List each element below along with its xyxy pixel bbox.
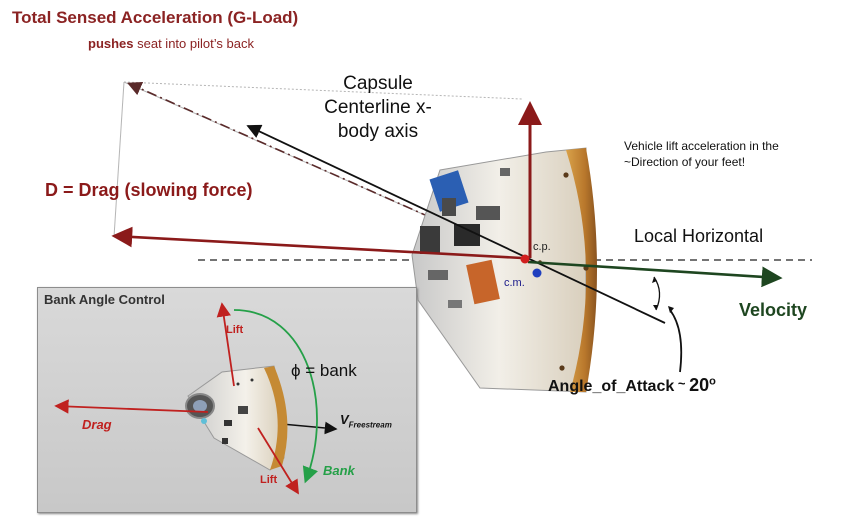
aoa-approx: ~ [674, 376, 690, 391]
lift-acceleration-note: Vehicle lift acceleration in the ~Direct… [624, 139, 779, 169]
center-of-mass-dot [532, 268, 542, 278]
inset-lift-up-arrow [216, 302, 235, 387]
inset-drag-label: Drag [82, 417, 112, 432]
aoa-text: Angle_of_Attack [548, 378, 675, 395]
pushes-caption: pushes seat into pilot’s back [88, 36, 254, 51]
inset-title: Bank Angle Control [44, 292, 165, 307]
inset-capsule-graphic [185, 365, 288, 471]
inset-lift-label-bottom: Lift [260, 474, 278, 486]
gload-vector [127, 81, 523, 259]
aoa-unit: o [709, 375, 716, 388]
inset-lift-label-top: Lift [226, 324, 244, 336]
aoa-pointer [669, 309, 683, 373]
drag-vector [111, 226, 523, 260]
velocity-label: Velocity [739, 300, 808, 320]
capsule-graphic [411, 147, 597, 393]
inset-bank-arc [233, 309, 319, 484]
pushes-prefix: pushes [88, 36, 134, 51]
total-acceleration-title: Total Sensed Acceleration (G-Load) [12, 8, 299, 27]
inset-freestream-label: VFreestream [340, 412, 392, 430]
local-horizontal-label: Local Horizontal [634, 226, 764, 246]
centerline-axis-line [246, 124, 666, 324]
velocity-vector [527, 260, 783, 288]
inset-v-sub: Freestream [348, 420, 392, 430]
inset-v-main: V [340, 412, 349, 427]
center-of-pressure-dot [520, 254, 530, 264]
angle-of-attack-label: Angle_of_Attack ~ 20o [548, 375, 716, 396]
cp-label: c.p. [533, 241, 551, 253]
inset-bank-label: Bank [323, 463, 355, 478]
inset-drag-arrow [54, 399, 209, 414]
inset-drawing [54, 302, 338, 495]
centerline-label: Capsule Centerline x-body axis [324, 73, 432, 142]
drag-label: D = Drag (slowing force) [45, 180, 253, 200]
bank-angle-inset: Bank Angle Control Lift Lift Drag ϕ = ba… [37, 287, 417, 513]
aoa-value: 20 [689, 375, 710, 395]
cm-label: c.m. [504, 277, 525, 289]
pushes-suffix: seat into pilot’s back [133, 36, 254, 51]
inset-phi-bank-label: ϕ = bank [291, 361, 357, 380]
inset-lift-down-arrow [257, 427, 299, 495]
